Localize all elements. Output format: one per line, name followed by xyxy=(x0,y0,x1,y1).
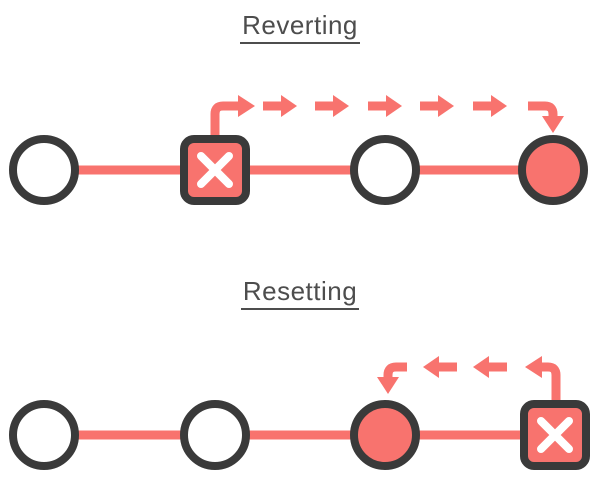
reverting-title-text: Reverting xyxy=(240,10,360,44)
reset-target-node xyxy=(350,400,420,470)
dashed-arrow-right xyxy=(315,95,349,117)
bad-commit-node xyxy=(180,135,250,205)
arrow-elbow-start xyxy=(210,95,255,136)
dashed-arrow-right xyxy=(473,95,507,117)
x-icon xyxy=(197,152,233,188)
arrow-elbow-end-line xyxy=(528,101,558,119)
arrow-head-right-icon xyxy=(238,95,255,117)
resetting-title: Resetting xyxy=(0,276,600,310)
new-commit-node xyxy=(518,135,588,205)
arrow-head-down-icon xyxy=(377,377,399,394)
bad-commit-node xyxy=(520,400,590,470)
commit-node xyxy=(9,400,79,470)
revert-arrow-trail xyxy=(210,95,564,136)
commit-node xyxy=(180,400,250,470)
arrow-head-right-icon xyxy=(491,95,507,117)
reverting-title: Reverting xyxy=(0,0,600,44)
reset-arrow-trail xyxy=(377,356,561,402)
arrow-head-left-icon xyxy=(473,356,489,378)
dashed-arrow-right xyxy=(263,95,297,117)
arrow-head-right-icon xyxy=(333,95,349,117)
dashed-arrow-right xyxy=(420,95,454,117)
arrow-elbow-start-line xyxy=(542,362,561,402)
dashed-arrow-left xyxy=(423,356,457,378)
arrow-head-left-icon xyxy=(423,356,439,378)
arrow-head-right-icon xyxy=(281,95,297,117)
commit-node xyxy=(350,135,420,205)
arrow-elbow-start-line xyxy=(210,101,238,136)
section-reverting: Reverting xyxy=(0,0,600,234)
arrow-head-down-icon xyxy=(542,116,564,133)
arrow-elbow-end xyxy=(377,362,407,394)
dashed-arrow-right xyxy=(368,95,402,117)
resetting-title-text: Resetting xyxy=(240,276,360,310)
arrow-head-left-icon xyxy=(525,356,542,378)
resetting-diagram xyxy=(9,356,590,470)
commit-node xyxy=(9,135,79,205)
dashed-arrow-left xyxy=(473,356,507,378)
arrow-elbow-start xyxy=(525,356,561,402)
reverting-diagram xyxy=(9,95,588,205)
arrow-head-right-icon xyxy=(438,95,454,117)
arrow-elbow-end xyxy=(528,101,564,133)
arrow-head-right-icon xyxy=(386,95,402,117)
section-resetting: Resetting xyxy=(0,276,600,485)
x-icon xyxy=(537,417,573,453)
arrow-elbow-end-line xyxy=(383,362,407,380)
